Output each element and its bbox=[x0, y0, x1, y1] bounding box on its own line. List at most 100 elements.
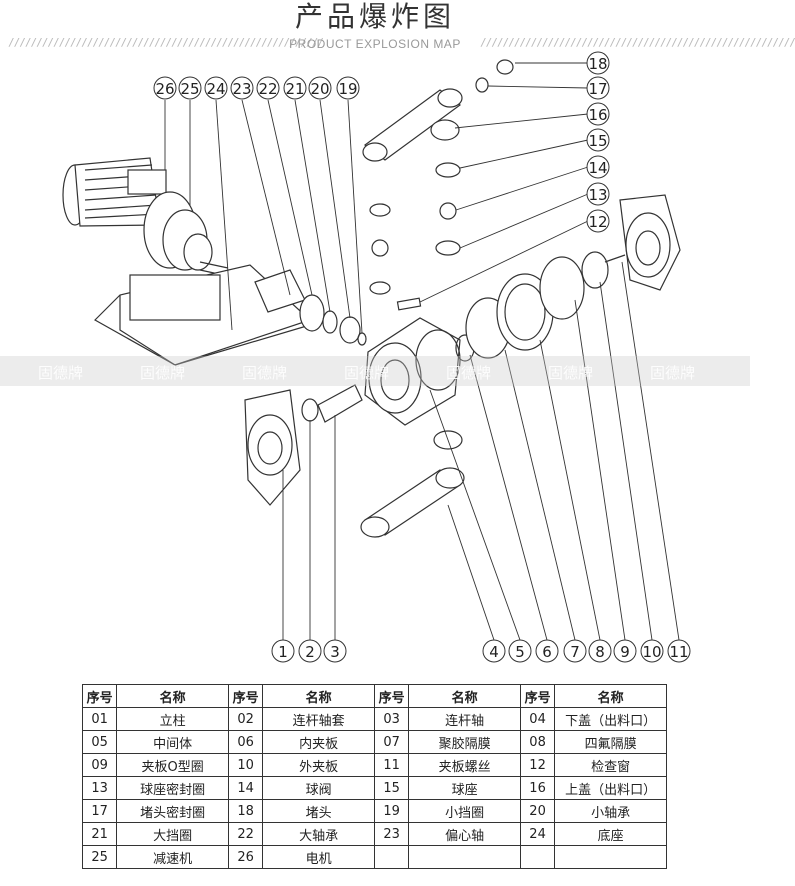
part-number-cell: 09 bbox=[81, 753, 118, 777]
callout-label: 2 bbox=[305, 643, 315, 661]
valve-parts-drawing bbox=[369, 162, 461, 311]
callout-label: 19 bbox=[338, 80, 357, 98]
part-name-cell bbox=[408, 845, 521, 869]
part-number-cell: 13 bbox=[81, 776, 118, 800]
explosion-diagram: 26 25 24 23 22 21 20 19 18 17 16 15 14 1… bbox=[62, 51, 691, 663]
part-number-cell: 24 bbox=[519, 822, 556, 846]
part-name-cell: 下盖（出料口） bbox=[554, 707, 667, 731]
part-name-cell: 大挡圈 bbox=[116, 822, 229, 846]
part-name-cell bbox=[554, 845, 667, 869]
part-number-cell: 18 bbox=[227, 799, 264, 823]
part-name-cell: 内夹板 bbox=[262, 730, 375, 754]
reducer-drawing bbox=[143, 191, 229, 277]
part-name-cell: 四氟隔膜 bbox=[554, 730, 667, 754]
part-number-cell: 02 bbox=[227, 707, 264, 731]
part-number-cell bbox=[373, 845, 410, 869]
part-number-cell: 22 bbox=[227, 822, 264, 846]
part-number-cell: 17 bbox=[81, 799, 118, 823]
callout-label: 11 bbox=[669, 643, 688, 661]
part-name-cell: 中间体 bbox=[116, 730, 229, 754]
callout-label: 4 bbox=[489, 643, 499, 661]
part-number-cell: 12 bbox=[519, 753, 556, 777]
callout-label: 9 bbox=[620, 643, 630, 661]
diaphragm-drawing bbox=[455, 251, 626, 362]
column-header: 名称 bbox=[262, 684, 375, 708]
callout-label: 7 bbox=[570, 643, 580, 661]
middle-body-drawing bbox=[364, 317, 461, 426]
watermark-text: 固德牌 bbox=[344, 364, 390, 382]
callout-label: 3 bbox=[330, 643, 340, 661]
callout-label: 21 bbox=[285, 80, 304, 98]
part-name-cell: 球阀 bbox=[262, 776, 375, 800]
part-name-cell: 球座 bbox=[408, 776, 521, 800]
callout-label: 17 bbox=[588, 80, 607, 98]
lower-manifold-drawing bbox=[360, 430, 465, 538]
callout-label: 14 bbox=[588, 159, 607, 177]
callout-right bbox=[586, 51, 610, 233]
callout-label: 22 bbox=[258, 80, 277, 98]
part-number-cell: 20 bbox=[519, 799, 556, 823]
column-header: 名称 bbox=[408, 684, 521, 708]
part-name-cell: 电机 bbox=[262, 845, 375, 869]
callout-label: 25 bbox=[180, 80, 199, 98]
part-number-cell: 06 bbox=[227, 730, 264, 754]
part-name-cell: 偏心轴 bbox=[408, 822, 521, 846]
watermark-band bbox=[0, 356, 750, 386]
callout-label: 13 bbox=[588, 186, 607, 204]
part-name-cell: 小挡圈 bbox=[408, 799, 521, 823]
callout-label: 10 bbox=[642, 643, 661, 661]
part-name-cell: 上盖（出料口） bbox=[554, 776, 667, 800]
part-name-cell: 减速机 bbox=[116, 845, 229, 869]
part-number-cell: 11 bbox=[373, 753, 410, 777]
leader-lines bbox=[164, 62, 680, 641]
column-header: 序号 bbox=[81, 684, 118, 708]
callout-label: 12 bbox=[588, 213, 607, 231]
watermark-text: 固德牌 bbox=[140, 364, 186, 382]
part-name-cell: 连杆轴 bbox=[408, 707, 521, 731]
watermark-text: 固德牌 bbox=[446, 364, 492, 382]
part-number-cell: 03 bbox=[373, 707, 410, 731]
part-number-cell: 07 bbox=[373, 730, 410, 754]
column-header: 名称 bbox=[116, 684, 229, 708]
column-header: 序号 bbox=[519, 684, 556, 708]
callout-label: 8 bbox=[595, 643, 605, 661]
shaft-bearing-drawing bbox=[254, 269, 367, 346]
callout-numbers bbox=[153, 51, 691, 663]
part-name-cell: 底座 bbox=[554, 822, 667, 846]
callout-top bbox=[153, 76, 360, 100]
callout-label: 16 bbox=[588, 106, 607, 124]
callout-bottom bbox=[271, 639, 691, 663]
callout-label: 18 bbox=[588, 55, 607, 73]
motor-drawing bbox=[62, 157, 167, 227]
decorative-slashes-right: ////////////////////////////////////////… bbox=[480, 36, 795, 49]
page-title: 产品爆炸图 bbox=[294, 0, 455, 33]
part-name-cell: 小轴承 bbox=[554, 799, 667, 823]
page-subtitle: PRODUCT EXPLOSION MAP bbox=[289, 37, 461, 51]
callout-label: 15 bbox=[588, 132, 607, 150]
part-name-cell: 大轴承 bbox=[262, 822, 375, 846]
part-number-cell: 05 bbox=[81, 730, 118, 754]
callout-label: 26 bbox=[155, 80, 174, 98]
watermark-text: 固德牌 bbox=[242, 364, 288, 382]
column-header: 序号 bbox=[373, 684, 410, 708]
callout-label: 5 bbox=[515, 643, 525, 661]
callout-label: 24 bbox=[206, 80, 225, 98]
part-number-cell: 19 bbox=[373, 799, 410, 823]
part-number-cell: 04 bbox=[519, 707, 556, 731]
column-header: 名称 bbox=[554, 684, 667, 708]
column-header: 序号 bbox=[227, 684, 264, 708]
part-number-cell: 08 bbox=[519, 730, 556, 754]
part-number-cell: 15 bbox=[373, 776, 410, 800]
callout-label: 1 bbox=[278, 643, 288, 661]
upper-manifold-drawing bbox=[362, 59, 514, 162]
callout-label: 20 bbox=[310, 80, 329, 98]
part-name-cell: 堵头密封圈 bbox=[116, 799, 229, 823]
part-name-cell: 检查窗 bbox=[554, 753, 667, 777]
watermark-text: 固德牌 bbox=[548, 364, 594, 382]
part-name-cell: 夹板O型圈 bbox=[116, 753, 229, 777]
right-cover-drawing bbox=[619, 194, 681, 291]
